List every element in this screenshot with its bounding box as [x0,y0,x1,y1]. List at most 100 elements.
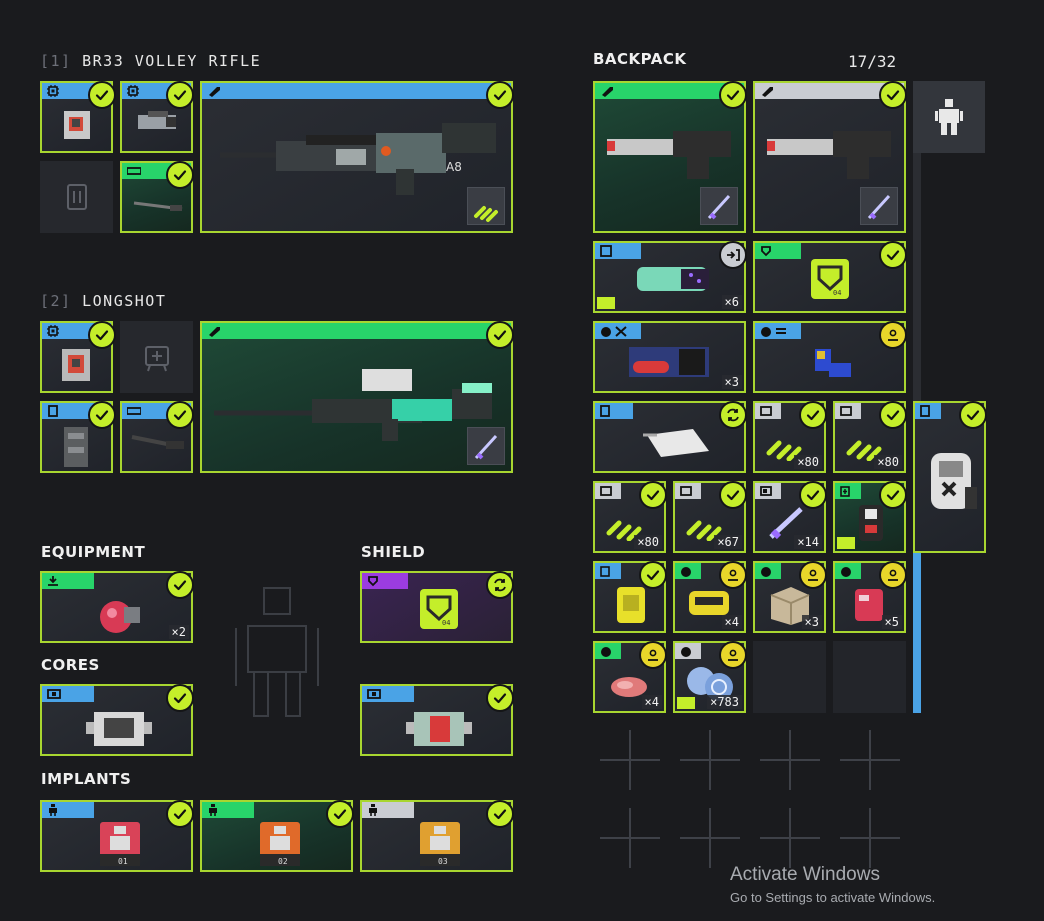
red-pack-icon [855,589,883,621]
implant-card-icon: 03 [420,822,460,866]
ammo-icon [680,486,692,496]
backpack-ammo-3[interactable]: ×80 [593,481,667,553]
backpack-ammo-1[interactable]: ×80 [753,401,827,473]
backpack-document[interactable] [593,401,747,473]
item-quantity: ×5 [881,615,902,629]
backpack-blue-device[interactable] [753,321,907,393]
cores-heading: CORES [41,656,100,674]
backpack-canister[interactable] [593,561,667,633]
backpack-scanner[interactable]: ×6 [593,241,747,313]
item-tag [755,563,781,579]
character-tab-button[interactable] [913,81,985,153]
equipped-check-icon [88,81,116,109]
core-slot-1[interactable] [40,684,194,756]
equipped-check-icon [879,81,907,109]
equipped-check-icon [166,401,194,429]
backpack-shield-module[interactable]: 04 [753,241,907,313]
backpack-ammo-2[interactable]: ×80 [833,401,907,473]
ammo-icon [840,406,852,416]
implant-slot-3[interactable]: 03 [360,800,514,872]
ammo-bullets-icon [474,206,498,222]
weapon-1-mod-barrel[interactable] [120,161,194,233]
item-quantity: ×80 [874,455,902,469]
backpack-ammo-4[interactable]: ×67 [673,481,747,553]
locked-slot-icon [760,730,820,790]
backpack-coins[interactable]: ×783 [673,641,747,713]
backpack-red-pack[interactable]: ×5 [833,561,907,633]
implant-slot-1[interactable]: 01 [40,800,194,872]
locked-slot-icon [680,808,740,868]
volley-rifle-image: A8 [220,123,496,195]
blue-device-icon [815,349,851,377]
item-tag [675,643,701,659]
locked-slot-icon [840,808,900,868]
shield-slot[interactable]: 04 [360,571,514,643]
backpack-empty-slot[interactable] [753,641,826,713]
weapon-2-mod-magazine[interactable] [40,401,116,473]
item-tag [675,563,701,579]
item-quantity: ×80 [634,535,662,549]
implant-slot-2[interactable]: 02 [200,800,354,872]
ammo-syringe-icon [867,194,891,220]
backpack-heading: BACKPACK [593,50,687,68]
item-quantity: ×6 [721,295,742,309]
user-icon [879,321,907,349]
weapon-2-empty-optic-slot[interactable] [120,321,193,393]
weapon-2-mod-chip[interactable] [40,321,116,393]
weapon-1-index: [1] [40,52,72,70]
backpack-box[interactable]: ×3 [753,561,827,633]
backpack-weapon-2[interactable] [753,81,907,233]
loot-bag-icon [761,567,771,577]
weapon-1-empty-mod-slot[interactable] [40,161,113,233]
equipped-check-icon [326,800,354,828]
ammo-bullets-icon [846,440,882,461]
backpack-empty-slot[interactable] [833,641,906,713]
locked-slot-icon [600,730,660,790]
item-tag [835,563,861,579]
backpack-medkit[interactable] [833,481,907,553]
loot-bag-icon [601,647,611,657]
weapon-icon [207,85,223,97]
core-module-icon [406,712,472,746]
equipped-check-icon [639,481,667,509]
implant-card-icon: 01 [100,822,140,866]
backpack-gear[interactable]: ×4 [673,561,747,633]
document-icon [600,405,610,417]
backpack-large-item[interactable] [913,401,987,553]
weapon-2-index: [2] [40,292,72,310]
chip-mod-icon [62,349,90,381]
windows-watermark-title: Activate Windows [730,864,880,885]
swap-icon[interactable] [719,401,747,429]
weapon-2-mod-barrel[interactable] [120,401,194,473]
svg-text:02: 02 [278,857,288,866]
enter-icon[interactable] [719,241,747,269]
backpack-meat[interactable]: ×4 [593,641,667,713]
item-tag [755,483,781,499]
equipment-slot[interactable]: ×2 [40,571,194,643]
ammo-type-indicator [860,187,898,225]
core-slot-2[interactable] [360,684,514,756]
equipped-check-icon [486,684,514,712]
item-tag [595,643,621,659]
backpack-syringe-ammo[interactable]: ×14 [753,481,827,553]
pistol-image [607,131,731,179]
shield-swap-icon[interactable] [486,571,514,599]
eye-icon [597,297,615,309]
item-quantity: ×3 [721,375,742,389]
equipped-check-icon [879,401,907,429]
scanner-icon [600,245,612,257]
implant-tag [42,802,94,818]
backpack-scrollbar-thumb[interactable] [913,553,921,713]
backpack-battery[interactable]: ×3 [593,321,746,393]
weapon-1-mod-chip[interactable] [40,81,116,153]
weapon-2-slot[interactable] [200,321,514,473]
backpack-weapon-1[interactable] [593,81,747,233]
core-icon [47,689,61,699]
shield-heading: SHIELD [361,543,426,561]
weapon-1-mod-scope[interactable] [120,81,194,153]
loot-bag-icon [601,326,627,337]
svg-text:04: 04 [833,289,841,297]
core-tag [362,686,414,702]
item-tag [835,403,861,419]
weapon-1-slot[interactable]: A8 [200,81,514,233]
